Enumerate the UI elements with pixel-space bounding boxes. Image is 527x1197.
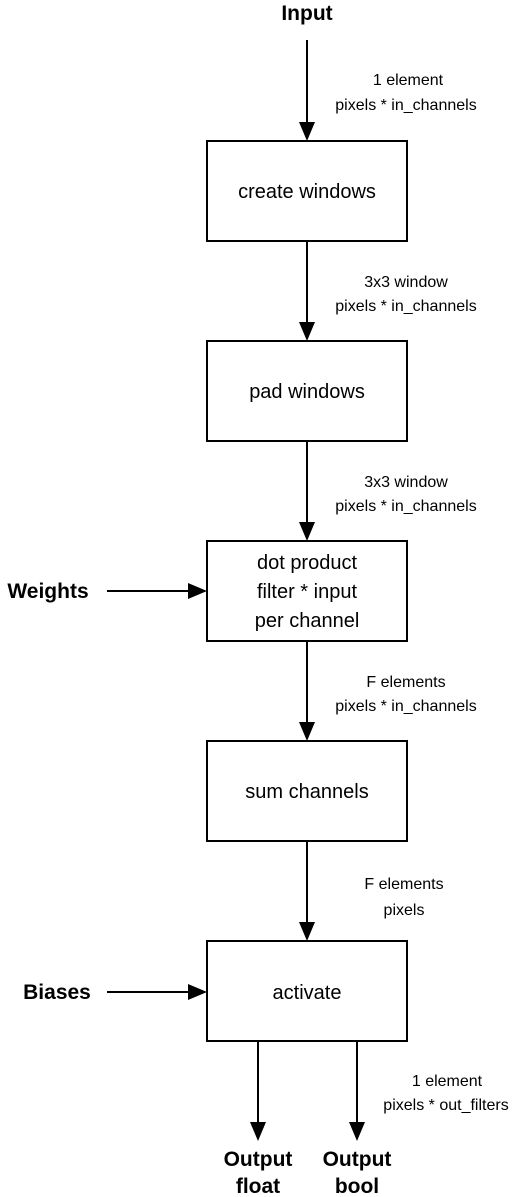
edge-label-activate-to-outputs: 1 element pixels * out_filters [383, 1073, 508, 1114]
output-bool-label-line-2: bool [335, 1175, 379, 1197]
edge-label-line: pixels [384, 902, 425, 919]
arrow-pad-to-dot [299, 441, 315, 541]
output-bool-label-line-1: Output [323, 1148, 392, 1171]
node-dot-product-line-3: per channel [255, 610, 360, 632]
node-sum-channels-label: sum channels [245, 781, 368, 803]
edge-label-line: 1 element [412, 1073, 483, 1090]
edge-label-input-to-create: 1 element pixels * in_channels [335, 72, 476, 114]
edge-label-line: 3x3 window [364, 274, 448, 291]
weights-label: Weights [7, 580, 88, 603]
arrow-activate-to-output-bool [349, 1041, 365, 1141]
edge-label-line: 1 element [373, 72, 444, 89]
arrow-input-to-create-windows [299, 40, 315, 141]
node-pad-windows-label: pad windows [249, 381, 365, 403]
edge-label-line: 3x3 window [364, 474, 448, 491]
output-float-label-line-2: float [236, 1175, 280, 1197]
edge-label-create-to-pad: 3x3 window pixels * in_channels [335, 274, 476, 315]
arrow-dot-to-sum [299, 641, 315, 741]
node-create-windows-label: create windows [238, 181, 376, 203]
arrow-weights-to-dot [107, 583, 207, 599]
node-sum-channels: sum channels [206, 740, 408, 842]
edge-label-dot-to-sum: F elements pixels * in_channels [335, 674, 476, 715]
edge-label-line: F elements [364, 876, 443, 893]
biases-label: Biases [23, 981, 91, 1004]
edge-label-line: F elements [366, 674, 445, 691]
node-dot-product-line-2: filter * input [257, 581, 357, 603]
edge-label-line: pixels * in_channels [335, 298, 476, 315]
edge-label-sum-to-activate: F elements pixels [364, 876, 443, 919]
edge-label-line: pixels * in_channels [335, 97, 476, 114]
arrow-activate-to-output-float [250, 1041, 266, 1141]
edge-label-line: pixels * out_filters [383, 1097, 508, 1114]
node-dot-product-line-1: dot product [257, 552, 358, 574]
edge-label-pad-to-dot: 3x3 window pixels * in_channels [335, 474, 476, 515]
node-dot-product: dot product filter * input per channel [206, 540, 408, 642]
arrows [107, 40, 365, 1141]
input-label: Input [281, 2, 332, 25]
edge-label-line: pixels * in_channels [335, 498, 476, 515]
edge-label-line: pixels * in_channels [335, 698, 476, 715]
arrow-biases-to-activate [107, 984, 207, 1000]
output-float-label-line-1: Output [224, 1148, 293, 1171]
node-activate-label: activate [273, 982, 342, 1004]
node-activate: activate [206, 940, 408, 1042]
node-pad-windows: pad windows [206, 340, 408, 442]
arrow-sum-to-activate [299, 841, 315, 941]
node-create-windows: create windows [206, 140, 408, 242]
arrow-create-to-pad [299, 241, 315, 341]
